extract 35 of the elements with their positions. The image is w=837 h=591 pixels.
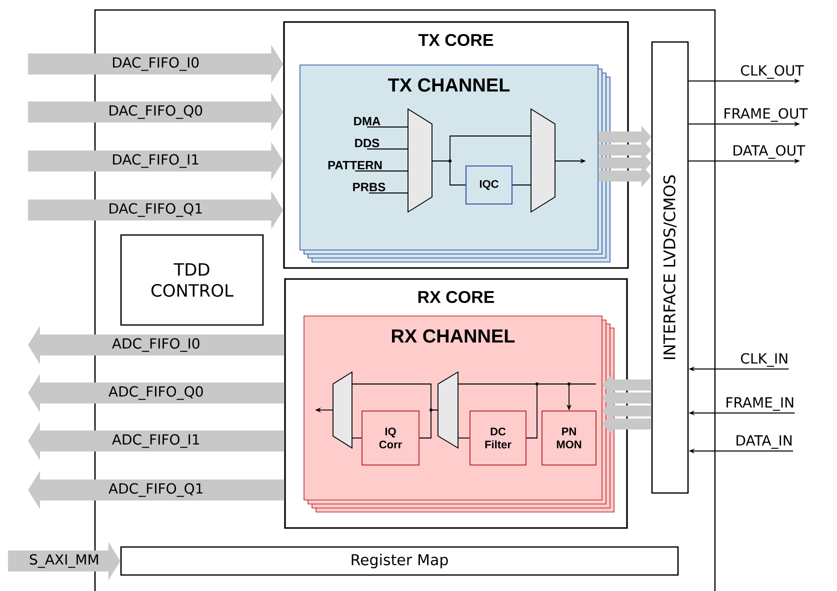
input-label: DMA bbox=[354, 117, 380, 126]
multiplexer-symbol bbox=[438, 371, 458, 449]
edge-label: DAC_FIFO_I1 bbox=[110, 153, 201, 169]
signal-line bbox=[512, 184, 532, 186]
input-label: DDS bbox=[355, 138, 380, 148]
signal-line bbox=[432, 159, 466, 186]
edge-label: S_AXI_MM bbox=[28, 553, 100, 569]
signal-line bbox=[366, 126, 408, 128]
edge-label: DAC_FIFO_I0 bbox=[110, 56, 201, 72]
process-box: IQ Corr bbox=[362, 410, 420, 466]
edge-label: ADC_FIFO_Q0 bbox=[107, 385, 205, 401]
signal-label: FRAME_OUT bbox=[724, 108, 808, 122]
edge-label: ADC_FIFO_I0 bbox=[110, 337, 202, 353]
signal-label: FRAME_IN bbox=[726, 397, 794, 411]
signal-label: CLK_OUT bbox=[741, 65, 804, 79]
interface-box: INTERFACE LVDS/CMOS bbox=[651, 41, 689, 494]
edge-label: DAC_FIFO_Q0 bbox=[107, 104, 204, 120]
edge-label: DAC_FIFO_Q1 bbox=[107, 202, 204, 218]
signal-label: CLK_IN bbox=[741, 353, 788, 367]
signal-label: DATA_OUT bbox=[734, 145, 806, 159]
process-box: PN MON bbox=[542, 410, 596, 466]
signal-line bbox=[354, 170, 408, 172]
process-box: TDD CONTROL bbox=[120, 234, 264, 326]
edge-label: ADC_FIFO_Q1 bbox=[107, 482, 205, 498]
signal-line bbox=[366, 148, 408, 150]
process-box: Register Map bbox=[120, 546, 679, 576]
input-label: PRBS bbox=[353, 182, 386, 192]
process-box: IQC bbox=[466, 166, 512, 204]
edge-label: ADC_FIFO_I1 bbox=[110, 433, 202, 449]
signal-line bbox=[419, 408, 438, 438]
signal-label: DATA_IN bbox=[736, 435, 792, 449]
signal-line bbox=[368, 192, 408, 194]
process-box: DC Filter bbox=[470, 410, 526, 466]
multiplexer-symbol bbox=[332, 371, 352, 449]
input-label: PATTERN bbox=[328, 161, 382, 170]
